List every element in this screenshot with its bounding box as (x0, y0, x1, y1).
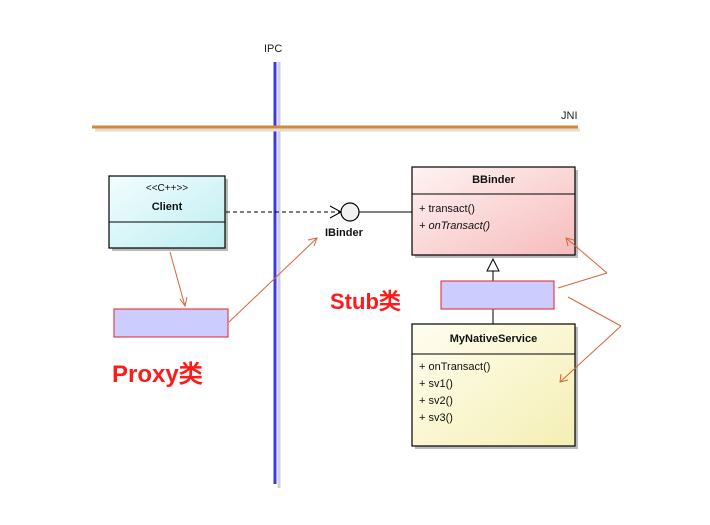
bbinder-class (411, 166, 576, 256)
proxy-to-ibinder-arrowhead (307, 237, 318, 247)
service-method-sv1: + sv1() (419, 378, 453, 390)
ibinder-label: IBinder (325, 227, 363, 239)
stub-to-bbinder-arrowhead (565, 237, 575, 247)
client-to-proxy-arrow (169, 251, 186, 307)
stub-to-service-arrowhead (559, 373, 569, 383)
stub-bracket-upper (557, 272, 608, 289)
proxy-box (113, 308, 229, 338)
bbinder-name: BBinder (472, 174, 515, 186)
bbinder-method-transact: + transact() (419, 203, 475, 215)
inheritance-triangle (486, 257, 500, 272)
client-stereotype: <<C++>> (145, 183, 189, 194)
stub-label: Stub类 (330, 289, 401, 314)
proxy-label: Proxy类 (112, 361, 203, 388)
ibinder-interface-icon (340, 202, 360, 222)
client-to-proxy-arrowhead (179, 296, 188, 308)
client-name: Client (151, 201, 183, 213)
service-class (411, 323, 576, 447)
bbinder-method-ontransact: + onTransact() (419, 220, 491, 232)
service-method-sv3: + sv3() (419, 412, 453, 424)
service-name: MyNativeService (449, 333, 538, 345)
stub-to-bbinder-arrow (565, 237, 608, 274)
service-method-ontransact: + onTransact() (419, 361, 491, 373)
client-class (108, 175, 226, 249)
stub-to-service-arrow (559, 325, 622, 383)
ipc-label: IPC (264, 43, 283, 55)
proxy-to-ibinder-arrow (228, 237, 318, 323)
jni-label: JNI (561, 110, 578, 122)
stub-bracket-lower (567, 296, 622, 327)
stub-box (440, 280, 555, 310)
service-method-sv2: + sv2() (419, 395, 453, 407)
